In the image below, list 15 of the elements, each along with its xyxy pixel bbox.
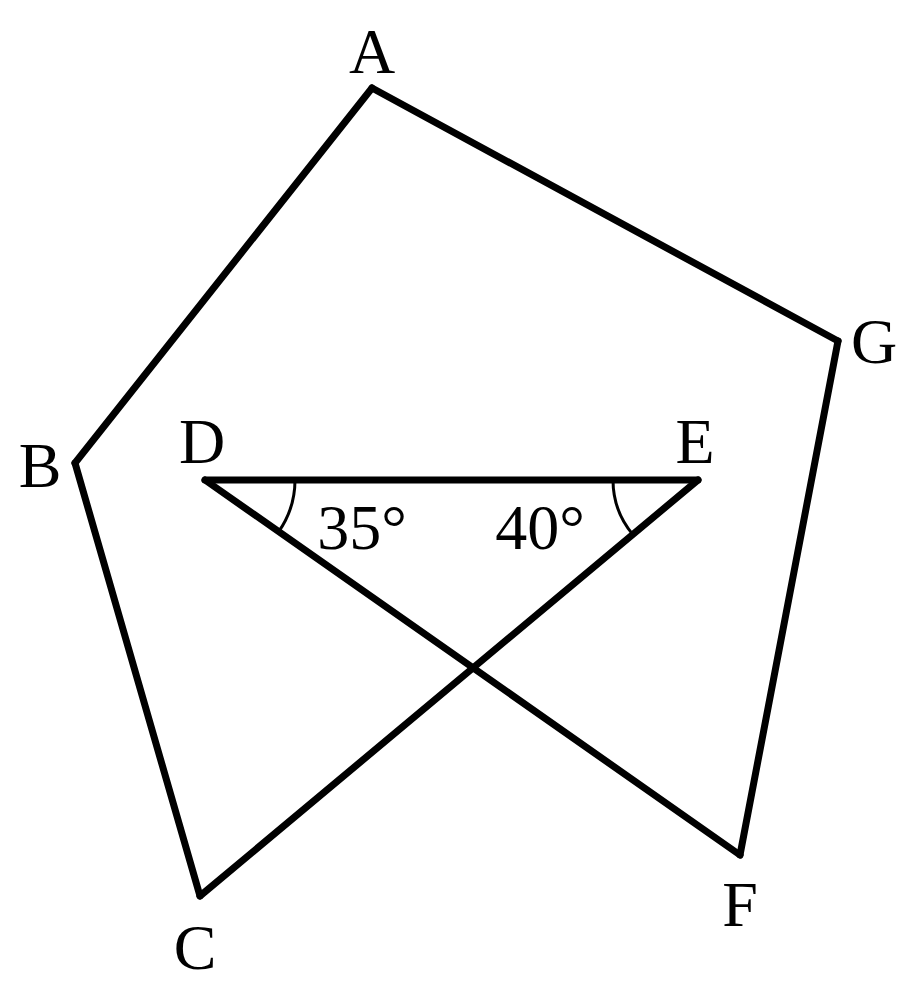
line-segment	[201, 476, 702, 484]
line-segment	[196, 476, 702, 900]
line-segment	[71, 459, 204, 900]
line-segment	[368, 84, 842, 345]
angle-label: 40°	[495, 496, 585, 560]
point-label: B	[18, 434, 62, 498]
point-label: C	[173, 916, 217, 980]
angle-label: 35°	[317, 496, 407, 560]
point-label: F	[722, 873, 758, 937]
point-label: G	[850, 310, 898, 374]
point-label: A	[348, 20, 396, 84]
point-label: D	[178, 410, 226, 474]
line-segment	[201, 476, 744, 859]
point-label: E	[675, 410, 715, 474]
line-segment	[736, 337, 842, 859]
